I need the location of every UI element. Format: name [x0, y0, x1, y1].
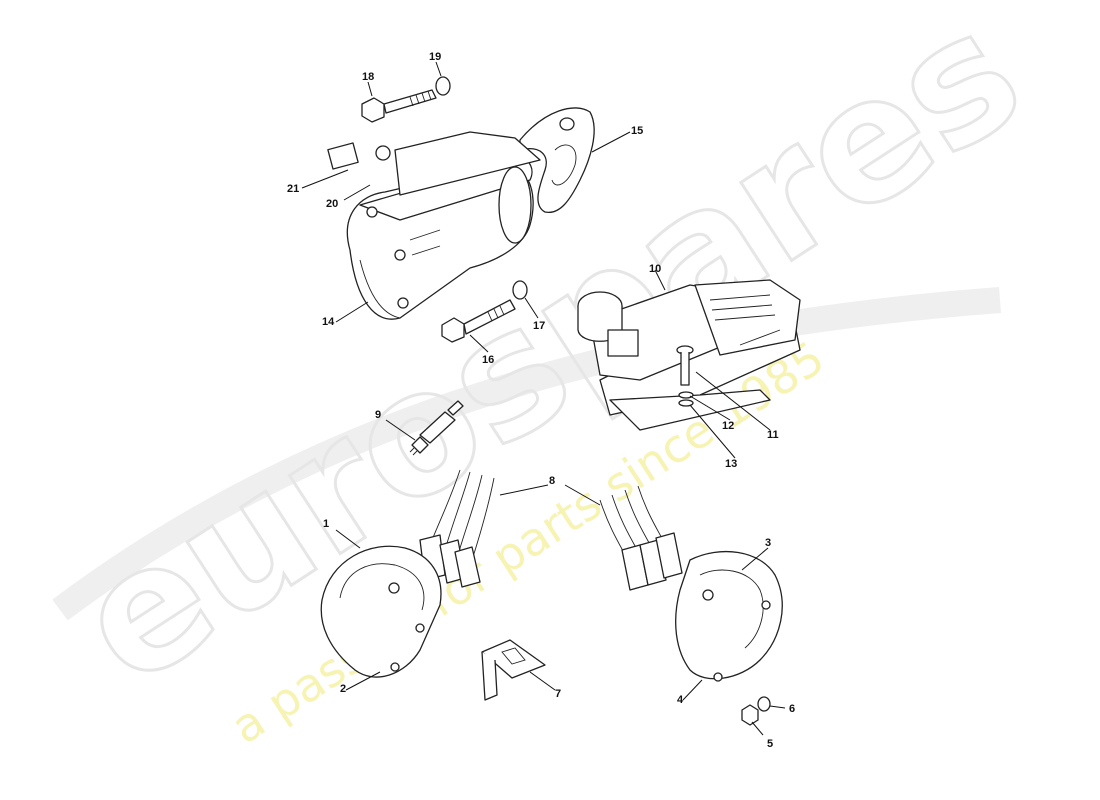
callout-17: 17	[533, 320, 545, 332]
callout-8: 8	[549, 475, 555, 487]
callout-11: 11	[767, 429, 779, 441]
callout-14: 14	[322, 316, 335, 328]
callout-12: 12	[722, 420, 734, 432]
callout-9: 9	[375, 409, 381, 421]
callout-4: 4	[677, 694, 684, 706]
part-bolt-11	[676, 345, 694, 386]
callout-20: 20	[326, 198, 338, 210]
part-bracket-15	[519, 107, 595, 213]
leader-lines	[301, 61, 786, 736]
callout-13: 13	[725, 458, 737, 470]
callout-18: 18	[362, 71, 374, 83]
callout-2: 2	[340, 683, 346, 695]
part-washer-17	[512, 280, 528, 300]
part-washer-13	[678, 399, 694, 407]
part-washer-12	[678, 391, 694, 399]
part-nut-5	[741, 704, 759, 726]
part-ht-leads-left	[419, 469, 495, 588]
part-starter-motor-14	[327, 131, 541, 320]
callout-15: 15	[631, 125, 643, 137]
callout-16: 16	[482, 354, 494, 366]
part-distributor-left	[320, 545, 442, 678]
callout-21: 21	[287, 183, 299, 195]
part-washer-19	[435, 76, 451, 96]
part-ht-leads-right	[599, 485, 683, 591]
part-bolt-16	[441, 299, 516, 343]
callout-19: 19	[429, 51, 441, 63]
callout-6: 6	[789, 703, 795, 715]
part-ignition-coil-10	[577, 279, 801, 431]
part-bolt-18	[361, 89, 437, 123]
callout-1: 1	[323, 518, 329, 530]
part-distributor-right	[675, 550, 783, 682]
part-washer-6	[757, 696, 771, 712]
callout-7: 7	[555, 688, 561, 700]
watermark: eurospares a passion for parts since 198…	[43, 0, 1055, 754]
part-spark-plug-9	[409, 400, 464, 456]
callout-10: 10	[649, 263, 661, 275]
callout-labels: 1 2 3 4 5 6 7 8 9 10 11 12 13 14 15 16 1…	[287, 51, 795, 750]
watermark-brand: eurospares	[44, 0, 1053, 724]
part-bracket-7	[481, 639, 546, 701]
callout-3: 3	[765, 537, 771, 549]
callout-5: 5	[767, 738, 773, 750]
